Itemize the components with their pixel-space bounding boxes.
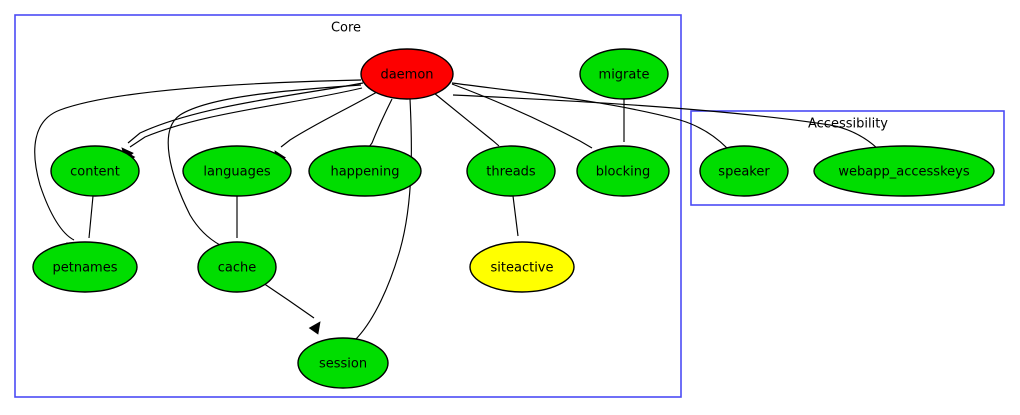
node-cache[interactable]: cache [197, 241, 277, 293]
node-shape-content[interactable] [50, 145, 140, 197]
node-label-happening: happening [330, 165, 399, 180]
node-content[interactable]: content [50, 145, 140, 197]
node-label-blocking: blocking [596, 165, 651, 180]
edge-line [127, 82, 364, 144]
edge-line [167, 84, 362, 246]
node-shape-siteactive[interactable] [469, 241, 575, 293]
node-label-cache: cache [218, 261, 257, 276]
edge-line [280, 91, 378, 148]
node-shape-languages[interactable] [182, 145, 292, 197]
node-migrate[interactable]: migrate [579, 48, 669, 100]
node-label-content: content [70, 165, 120, 180]
edge-line [433, 92, 500, 147]
cluster-border-accessibility [690, 110, 1005, 206]
node-shape-threads[interactable] [466, 145, 556, 197]
node-blocking[interactable]: blocking [576, 145, 670, 197]
edge-line [354, 98, 412, 341]
node-happening[interactable]: happening [308, 145, 422, 197]
node-shape-daemon[interactable] [360, 48, 454, 100]
nodes-layer: daemon migrate content languages happening th… [32, 48, 995, 389]
node-label-threads: threads [486, 165, 536, 180]
node-session[interactable]: session [297, 337, 389, 389]
edge-line [368, 98, 393, 148]
node-shape-happening[interactable] [308, 145, 422, 197]
node-shape-webapp_accesskeys[interactable] [813, 145, 995, 197]
node-daemon[interactable]: daemon [360, 48, 454, 100]
node-label-speaker: speaker [718, 165, 770, 180]
node-label-petnames: petnames [53, 261, 118, 276]
node-shape-cache[interactable] [197, 241, 277, 293]
node-shape-session[interactable] [297, 337, 389, 389]
node-label-siteactive: siteactive [491, 261, 554, 276]
edges-layer [34, 79, 883, 357]
cluster-label-accessibility: Accessibility [808, 117, 888, 132]
node-shape-speaker[interactable] [699, 145, 789, 197]
edge-line [452, 94, 878, 149]
edge-cache-to-session [262, 282, 321, 335]
edge-line [262, 282, 315, 319]
node-shape-petnames[interactable] [32, 241, 138, 293]
edge-line [451, 82, 728, 149]
node-label-migrate: migrate [599, 68, 650, 83]
node-siteactive[interactable]: siteactive [469, 241, 575, 293]
edge-line [129, 87, 363, 148]
node-languages[interactable]: languages [182, 145, 292, 197]
node-shape-blocking[interactable] [576, 145, 670, 197]
edge-line [88, 195, 94, 239]
cluster-accessibility: Accessibility [690, 110, 1005, 206]
edge-line [34, 79, 362, 241]
cluster-label-core: Core [331, 21, 361, 36]
node-label-languages: languages [203, 165, 271, 180]
node-webapp_accesskeys[interactable]: webapp_accesskeys [813, 145, 995, 197]
edge-line [512, 195, 519, 237]
cluster-core: Core [14, 14, 682, 398]
node-label-daemon: daemon [380, 68, 433, 83]
cluster-border-core [14, 14, 682, 398]
edge-daemon-to-session [338, 98, 412, 357]
node-shape-migrate[interactable] [579, 48, 669, 100]
node-threads[interactable]: threads [466, 145, 556, 197]
edge-arrowhead [308, 321, 321, 335]
node-petnames[interactable]: petnames [32, 241, 138, 293]
edge-line [451, 83, 593, 149]
node-speaker[interactable]: speaker [699, 145, 789, 197]
node-label-webapp_accesskeys: webapp_accesskeys [838, 165, 969, 180]
node-label-session: session [319, 357, 367, 372]
